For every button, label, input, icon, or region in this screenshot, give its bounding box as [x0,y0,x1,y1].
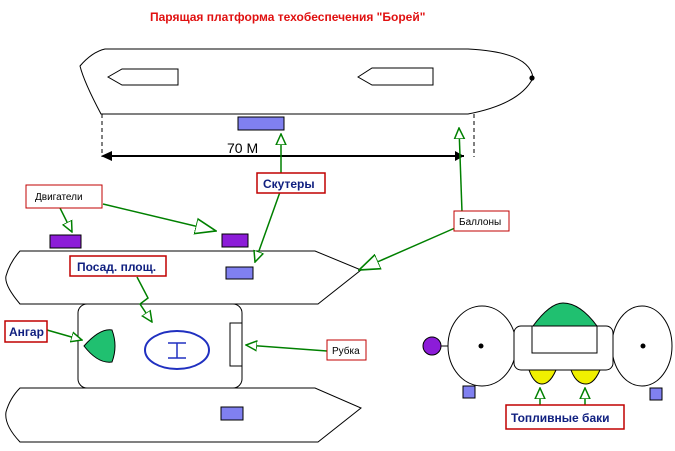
lower-pontoon [5,387,362,443]
label-balloons: Баллоны [453,210,510,232]
label-hangar-text: Ангар [9,325,44,339]
label-fuel-tanks: Топливные баки [505,404,625,430]
balloons-arrow-left [359,227,456,270]
dimension-label: 70 М [227,140,258,156]
label-landing-pad: Посад. площ. [69,255,167,277]
engines-arrow-right [102,203,216,231]
side-view-hull [79,48,534,115]
hangar-arrow [46,329,82,340]
fuel-tank-right [570,369,601,385]
label-engines: Двигатели [25,184,103,209]
label-engines-text: Двигатели [35,192,83,203]
cabin-green-roof [532,302,598,327]
side-window-left [106,68,179,86]
scooter-front-left [462,385,476,399]
label-balloons-text: Баллоны [459,217,501,228]
side-window-right [357,67,434,86]
hangar-dome [83,329,116,363]
side-view: 70 М [79,48,535,161]
label-scooters: Скутеры [256,172,326,194]
front-engine [422,336,442,356]
scooter-front-right [649,387,663,401]
label-landing-pad-text: Посад. площ. [77,260,156,274]
balloon-left-center [478,343,484,349]
engine-left [49,234,82,249]
front-view [422,302,673,401]
dimension-arrow-left [101,151,112,161]
wheelhouse-block [229,322,243,367]
wheelhouse-arrow [246,345,328,351]
scooter-top [237,116,285,131]
upper-pontoon [5,250,362,305]
front-cabin [531,325,598,354]
diagram-title: Парящая платформа техобеспечения "Борей" [150,10,425,24]
label-fuel-tanks-text: Топливные баки [511,411,610,425]
top-view [5,233,362,443]
callout-arrows [46,128,585,407]
helipad-h-marking [168,342,186,359]
engines-arrow-left [59,207,72,232]
balloon-right-center [640,343,646,349]
engine-right [221,233,249,248]
label-wheelhouse: Рубка [326,339,367,361]
label-scooters-text: Скутеры [263,177,315,191]
fuel-tank-left [528,369,557,385]
label-wheelhouse-text: Рубка [332,345,360,357]
bow-point [529,75,535,81]
label-hangar: Ангар [4,320,48,343]
balloons-arrow-up [459,128,462,213]
scooter-upper-pontoon [225,266,254,280]
landing-pad-arrow [136,276,152,322]
scooter-lower-pontoon [220,406,244,421]
scooters-arrow-pontoon [255,191,281,262]
